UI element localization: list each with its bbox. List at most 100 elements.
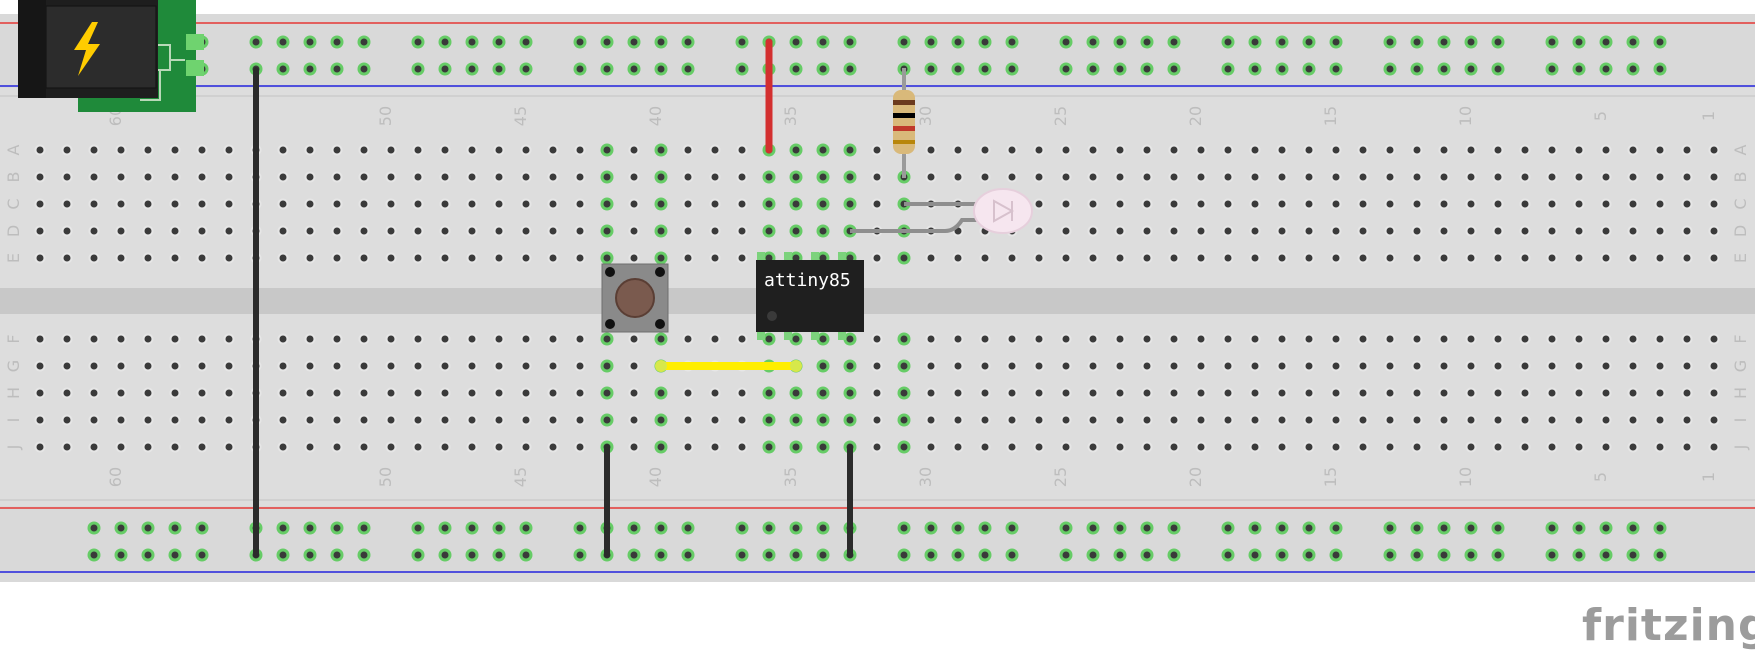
breadboard-hole[interactable] bbox=[63, 146, 71, 154]
breadboard-hole[interactable] bbox=[63, 173, 71, 181]
rail-hole[interactable] bbox=[441, 65, 449, 73]
breadboard-hole[interactable] bbox=[792, 200, 800, 208]
rail-hole[interactable] bbox=[819, 38, 827, 46]
breadboard-hole[interactable] bbox=[1440, 254, 1448, 262]
breadboard-hole[interactable] bbox=[1521, 173, 1529, 181]
breadboard-hole[interactable] bbox=[549, 362, 557, 370]
breadboard-hole[interactable] bbox=[468, 362, 476, 370]
breadboard-hole[interactable] bbox=[468, 227, 476, 235]
breadboard-hole[interactable] bbox=[1089, 389, 1097, 397]
breadboard-hole[interactable] bbox=[1278, 416, 1286, 424]
resistor[interactable] bbox=[893, 68, 915, 178]
breadboard-hole[interactable] bbox=[1656, 146, 1664, 154]
breadboard-hole[interactable] bbox=[1089, 335, 1097, 343]
breadboard-hole[interactable] bbox=[1305, 200, 1313, 208]
breadboard-hole[interactable] bbox=[819, 254, 827, 262]
rail-hole[interactable] bbox=[171, 551, 179, 559]
breadboard-hole[interactable] bbox=[1197, 443, 1205, 451]
rail-hole[interactable] bbox=[306, 65, 314, 73]
breadboard-hole[interactable] bbox=[657, 200, 665, 208]
breadboard-hole[interactable] bbox=[630, 173, 638, 181]
pushbutton[interactable] bbox=[601, 263, 669, 333]
breadboard-hole[interactable] bbox=[414, 416, 422, 424]
rail-hole[interactable] bbox=[792, 524, 800, 532]
rail-hole[interactable] bbox=[1089, 65, 1097, 73]
breadboard-hole[interactable] bbox=[819, 389, 827, 397]
breadboard-hole[interactable] bbox=[225, 200, 233, 208]
breadboard-hole[interactable] bbox=[684, 146, 692, 154]
breadboard-hole[interactable] bbox=[333, 362, 341, 370]
rail-hole[interactable] bbox=[414, 38, 422, 46]
breadboard-hole[interactable] bbox=[1305, 362, 1313, 370]
breadboard-hole[interactable] bbox=[441, 146, 449, 154]
breadboard-hole[interactable] bbox=[117, 443, 125, 451]
rail-hole[interactable] bbox=[1224, 524, 1232, 532]
rail-hole[interactable] bbox=[657, 524, 665, 532]
breadboard-hole[interactable] bbox=[954, 254, 962, 262]
breadboard-hole[interactable] bbox=[1332, 362, 1340, 370]
breadboard-hole[interactable] bbox=[225, 362, 233, 370]
breadboard-hole[interactable] bbox=[1683, 416, 1691, 424]
breadboard-hole[interactable] bbox=[1494, 173, 1502, 181]
breadboard-hole[interactable] bbox=[1710, 146, 1718, 154]
breadboard-hole[interactable] bbox=[1656, 254, 1664, 262]
rail-hole[interactable] bbox=[252, 38, 260, 46]
rail-hole[interactable] bbox=[495, 38, 503, 46]
rail-hole[interactable] bbox=[1305, 551, 1313, 559]
breadboard-hole[interactable] bbox=[738, 254, 746, 262]
breadboard-hole[interactable] bbox=[1602, 146, 1610, 154]
rail-hole[interactable] bbox=[1548, 65, 1556, 73]
breadboard-hole[interactable] bbox=[1062, 227, 1070, 235]
breadboard-hole[interactable] bbox=[171, 362, 179, 370]
breadboard-hole[interactable] bbox=[981, 173, 989, 181]
breadboard-hole[interactable] bbox=[549, 200, 557, 208]
breadboard-hole[interactable] bbox=[873, 335, 881, 343]
breadboard-hole[interactable] bbox=[387, 146, 395, 154]
breadboard-hole[interactable] bbox=[1170, 443, 1178, 451]
breadboard-hole[interactable] bbox=[306, 227, 314, 235]
rail-hole[interactable] bbox=[333, 38, 341, 46]
breadboard-hole[interactable] bbox=[657, 416, 665, 424]
breadboard-hole[interactable] bbox=[1278, 146, 1286, 154]
breadboard-hole[interactable] bbox=[1089, 443, 1097, 451]
breadboard-hole[interactable] bbox=[1359, 335, 1367, 343]
breadboard-hole[interactable] bbox=[495, 362, 503, 370]
breadboard-hole[interactable] bbox=[36, 254, 44, 262]
breadboard-hole[interactable] bbox=[495, 200, 503, 208]
breadboard-hole[interactable] bbox=[1332, 227, 1340, 235]
breadboard-hole[interactable] bbox=[333, 254, 341, 262]
breadboard-hole[interactable] bbox=[1440, 227, 1448, 235]
breadboard-hole[interactable] bbox=[1197, 389, 1205, 397]
breadboard-hole[interactable] bbox=[1494, 416, 1502, 424]
rail-hole[interactable] bbox=[1656, 38, 1664, 46]
breadboard-hole[interactable] bbox=[927, 416, 935, 424]
breadboard-hole[interactable] bbox=[1143, 389, 1151, 397]
rail-hole[interactable] bbox=[117, 551, 125, 559]
breadboard-hole[interactable] bbox=[1251, 416, 1259, 424]
breadboard-hole[interactable] bbox=[198, 254, 206, 262]
breadboard-hole[interactable] bbox=[495, 173, 503, 181]
breadboard-hole[interactable] bbox=[414, 443, 422, 451]
rail-hole[interactable] bbox=[1386, 524, 1394, 532]
breadboard-hole[interactable] bbox=[171, 200, 179, 208]
rail-hole[interactable] bbox=[1062, 551, 1070, 559]
rail-hole[interactable] bbox=[279, 38, 287, 46]
breadboard-hole[interactable] bbox=[495, 146, 503, 154]
breadboard-hole[interactable] bbox=[792, 173, 800, 181]
rail-hole[interactable] bbox=[792, 551, 800, 559]
breadboard-hole[interactable] bbox=[549, 227, 557, 235]
rail-hole[interactable] bbox=[1278, 551, 1286, 559]
breadboard-hole[interactable] bbox=[468, 200, 476, 208]
breadboard-hole[interactable] bbox=[522, 254, 530, 262]
breadboard-hole[interactable] bbox=[144, 146, 152, 154]
rail-hole[interactable] bbox=[306, 551, 314, 559]
rail-hole[interactable] bbox=[1143, 551, 1151, 559]
breadboard-hole[interactable] bbox=[279, 335, 287, 343]
breadboard-hole[interactable] bbox=[1359, 443, 1367, 451]
breadboard-hole[interactable] bbox=[1629, 146, 1637, 154]
breadboard-hole[interactable] bbox=[1548, 173, 1556, 181]
breadboard-hole[interactable] bbox=[1710, 173, 1718, 181]
breadboard-hole[interactable] bbox=[522, 389, 530, 397]
rail-hole[interactable] bbox=[684, 38, 692, 46]
breadboard-hole[interactable] bbox=[414, 146, 422, 154]
